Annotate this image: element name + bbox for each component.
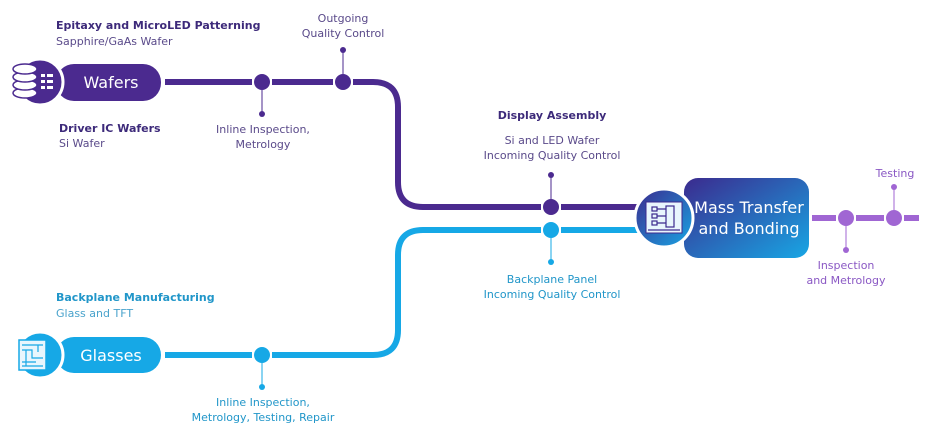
wafers-pill-bg bbox=[56, 64, 161, 101]
wafers-title: Epitaxy and MicroLED Patterning bbox=[56, 19, 261, 32]
glasses-node: Glasses bbox=[80, 345, 142, 365]
driver-ic-title: Driver IC Wafers bbox=[59, 122, 161, 135]
backplane-iqc-node bbox=[543, 222, 559, 265]
tft-panel-icon bbox=[15, 330, 65, 380]
display-assembly-title: Display Assembly bbox=[497, 109, 607, 122]
mass-transfer-box-bg bbox=[684, 178, 809, 258]
glasses-pill-bg bbox=[56, 337, 161, 373]
circuit-board-icon bbox=[633, 187, 695, 249]
backplane-title: Backplane Manufacturing bbox=[56, 291, 215, 304]
wafer-inline-inspection-node bbox=[254, 74, 270, 117]
wafers-subtitle: Sapphire/GaAs Wafer bbox=[56, 35, 173, 48]
wafer-outgoing-qc-node bbox=[335, 47, 351, 90]
output-inspection-node bbox=[838, 210, 854, 253]
driver-ic-subtitle: Si Wafer bbox=[59, 137, 105, 150]
glass-flow-line bbox=[165, 227, 640, 358]
wafer-flow-line bbox=[165, 79, 640, 210]
glass-inline-inspection-node bbox=[254, 347, 270, 390]
glass-inline-inspection-label: Inline Inspection,Metrology, Testing, Re… bbox=[191, 396, 335, 424]
wafer-stack-icon bbox=[12, 57, 65, 107]
output-testing-node bbox=[886, 184, 902, 226]
wafer-iqc-node bbox=[543, 172, 559, 215]
output-testing-label: Testing bbox=[875, 167, 915, 180]
wafers-node: Wafers bbox=[83, 73, 139, 92]
backplane-subtitle: Glass and TFT bbox=[56, 307, 134, 320]
wafer-inline-inspection-label: Inline Inspection,Metrology bbox=[216, 123, 310, 151]
